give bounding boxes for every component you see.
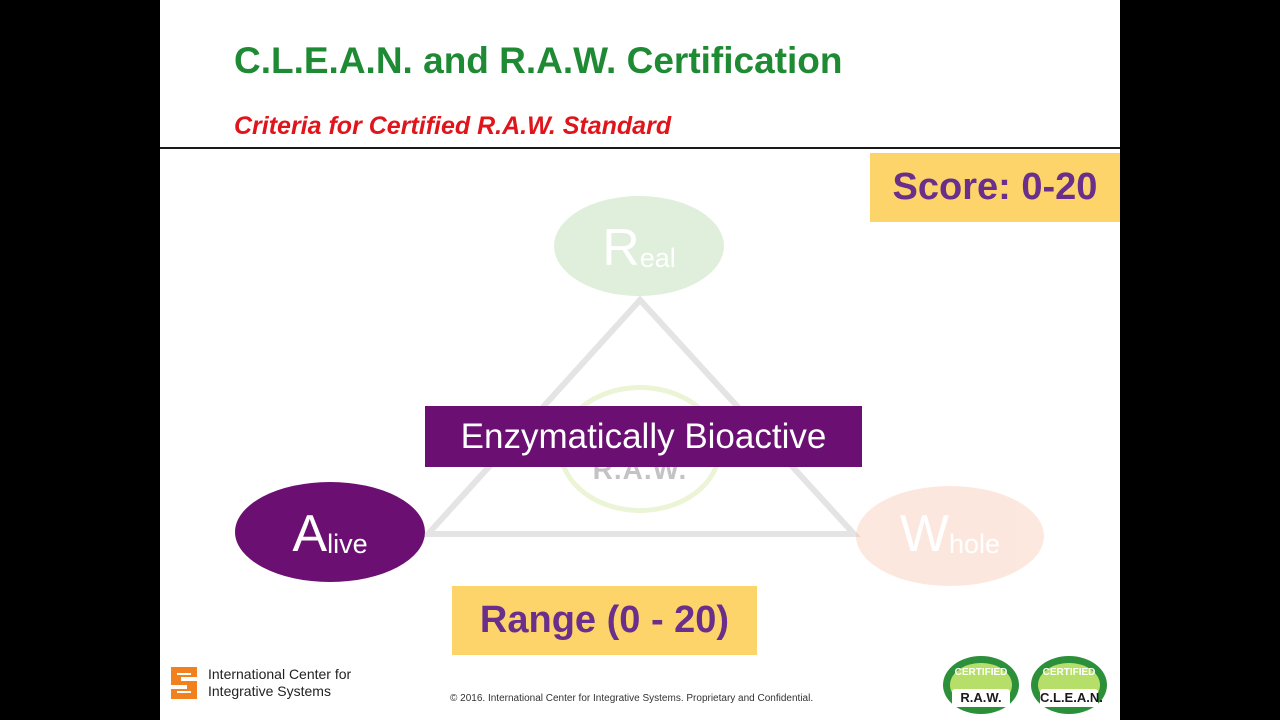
- seal-top-label: CERTIFIED: [954, 667, 1008, 678]
- whole-initial: W: [899, 505, 950, 563]
- certified-raw-seal: CERTIFIED R.A.W.: [943, 656, 1019, 714]
- alive-rest: live: [327, 529, 368, 559]
- icis-logo-icon: [171, 667, 197, 699]
- header-divider: [160, 147, 1120, 149]
- slide-title: C.L.E.A.N. and R.A.W. Certification: [234, 40, 843, 81]
- org-name: International Center for Integrative Sys…: [208, 666, 351, 700]
- whole-rest: hole: [949, 529, 1001, 559]
- score-badge: Score: 0-20: [870, 153, 1120, 222]
- seal-main-label: C.L.E.A.N.: [1040, 689, 1103, 707]
- org-name-line1: International Center for: [208, 666, 352, 682]
- copyright-text: © 2016. International Center for Integra…: [450, 693, 814, 704]
- real-rest: eal: [639, 243, 676, 273]
- slide-subtitle: Criteria for Certified R.A.W. Standard: [234, 112, 672, 140]
- range-badge: Range (0 - 20): [452, 586, 757, 655]
- seal-main-label: R.A.W.: [952, 689, 1010, 707]
- alive-initial: A: [292, 505, 328, 563]
- seal-top-label: CERTIFIED: [1042, 667, 1096, 678]
- real-initial: R: [602, 219, 640, 277]
- slide: C.L.E.A.N. and R.A.W. Certification Crit…: [160, 0, 1120, 720]
- certified-clean-seal: CERTIFIED C.L.E.A.N.: [1031, 656, 1107, 714]
- enzymatic-bioactive-banner: Enzymatically Bioactive: [425, 406, 862, 467]
- org-name-line2: Integrative Systems: [208, 683, 331, 699]
